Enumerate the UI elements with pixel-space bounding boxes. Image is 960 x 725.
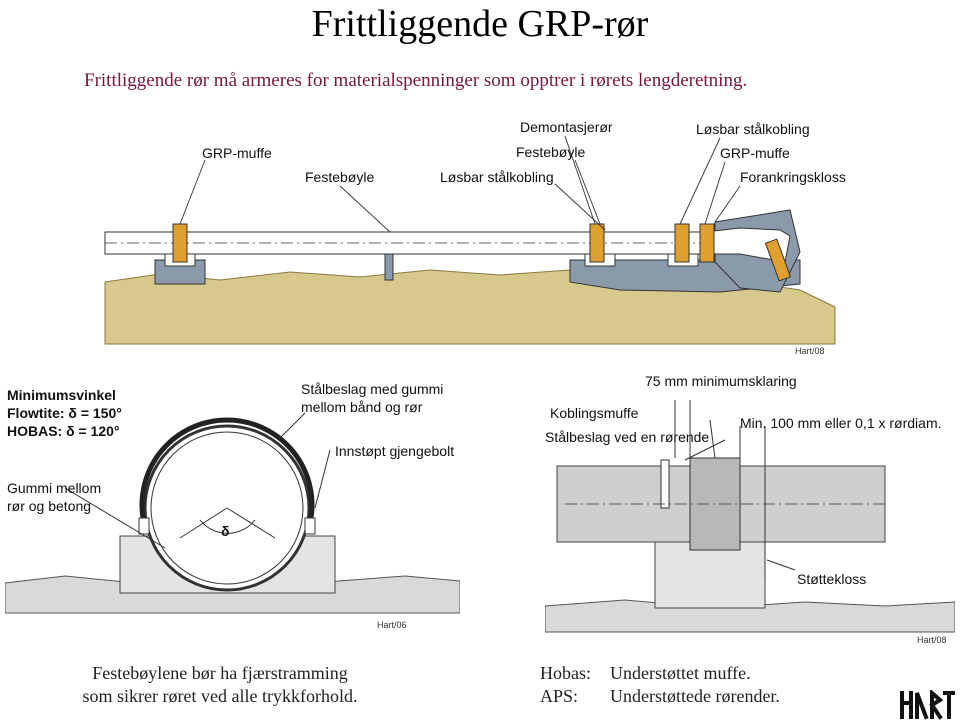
label-75mm: 75 mm minimumsklaring (645, 373, 797, 389)
coupling-mid2 (674, 223, 690, 263)
label-flowtite: Flowtite: δ = 150° (7, 405, 122, 421)
label-festeboyle-mid: Festebøyle (516, 144, 585, 160)
label-stottekloss: Støttekloss (797, 571, 866, 587)
label-stalbeslag-2: mellom bånd og rør (301, 399, 423, 415)
credit-left: Hart/06 (377, 620, 407, 630)
caption-left-line-2: som sikrer røret ved alle trykkforhold. (82, 686, 358, 706)
steel-band (139, 417, 315, 519)
credit-top: Hart/08 (795, 346, 825, 356)
hart-logo (900, 690, 955, 720)
label-koblingsmuffe: Koblingsmuffe (550, 405, 639, 421)
credit-right: Hart/08 (917, 635, 947, 645)
ground-left (5, 575, 460, 614)
label-losbar-stalkobling-mid: Løsbar stålkobling (440, 169, 554, 185)
coupling-left (172, 223, 188, 263)
pipe-cross-section-diagram: δ Minimumsvinkel Flowtite: δ = 150° HOBA… (5, 381, 460, 630)
coupling-support-diagram: 75 mm minimumsklaring Koblingsmuffe Stål… (545, 373, 955, 645)
coupling-mid1 (589, 223, 605, 263)
pipeline-overview-diagram: GRP-muffe Festebøyle Demontasjerør Feste… (104, 119, 846, 356)
caption-right-val-2: Understøttede rørender. (610, 686, 780, 706)
label-grp-muffe-right: GRP-muffe (720, 145, 790, 161)
label-festeboyle-left: Festebøyle (305, 169, 374, 185)
caption-right-key-1: Hobas: (540, 663, 591, 683)
label-forankringskloss: Forankringskloss (740, 169, 846, 185)
label-innstopt: Innstøpt gjengebolt (335, 443, 454, 459)
label-stalbeslag-1: Stålbeslag med gummi (301, 381, 443, 397)
label-min100: Min. 100 mm eller 0,1 x rørdiam. (740, 415, 942, 431)
coupling-end (764, 238, 792, 282)
label-grp-muffe-left: GRP-muffe (202, 145, 272, 161)
label-gummi-1: Gummi mellom (7, 480, 101, 496)
steel-bracket (660, 459, 670, 509)
caption-right: Hobas: Understøttet muffe. APS: Understøtt… (540, 662, 780, 708)
slide-subtitle: Frittliggende rør må armeres for materia… (84, 70, 748, 91)
slide-title: Frittliggende GRP-rør (311, 3, 649, 45)
caption-left: Festebøylene bør ha fjærstramming som si… (40, 662, 400, 708)
support-post (384, 253, 394, 281)
label-minimumsvinkel: Minimumsvinkel (7, 387, 116, 403)
label-stalbeslag-rorende: Stålbeslag ved en rørende (545, 429, 709, 445)
label-losbar-stalkobling-right: Løsbar stålkobling (696, 121, 810, 137)
caption-right-key-2: APS: (540, 686, 579, 706)
angle-delta: δ (221, 523, 230, 539)
coupling-right (699, 223, 715, 263)
label-gummi-2: rør og betong (7, 498, 91, 514)
caption-right-val-1: Understøttet muffe. (610, 663, 751, 683)
caption-left-line-1: Festebøylene bør ha fjærstramming (92, 663, 348, 683)
label-demontasjeror: Demontasjerør (520, 119, 613, 135)
label-hobas: HOBAS: δ = 120° (7, 423, 120, 439)
